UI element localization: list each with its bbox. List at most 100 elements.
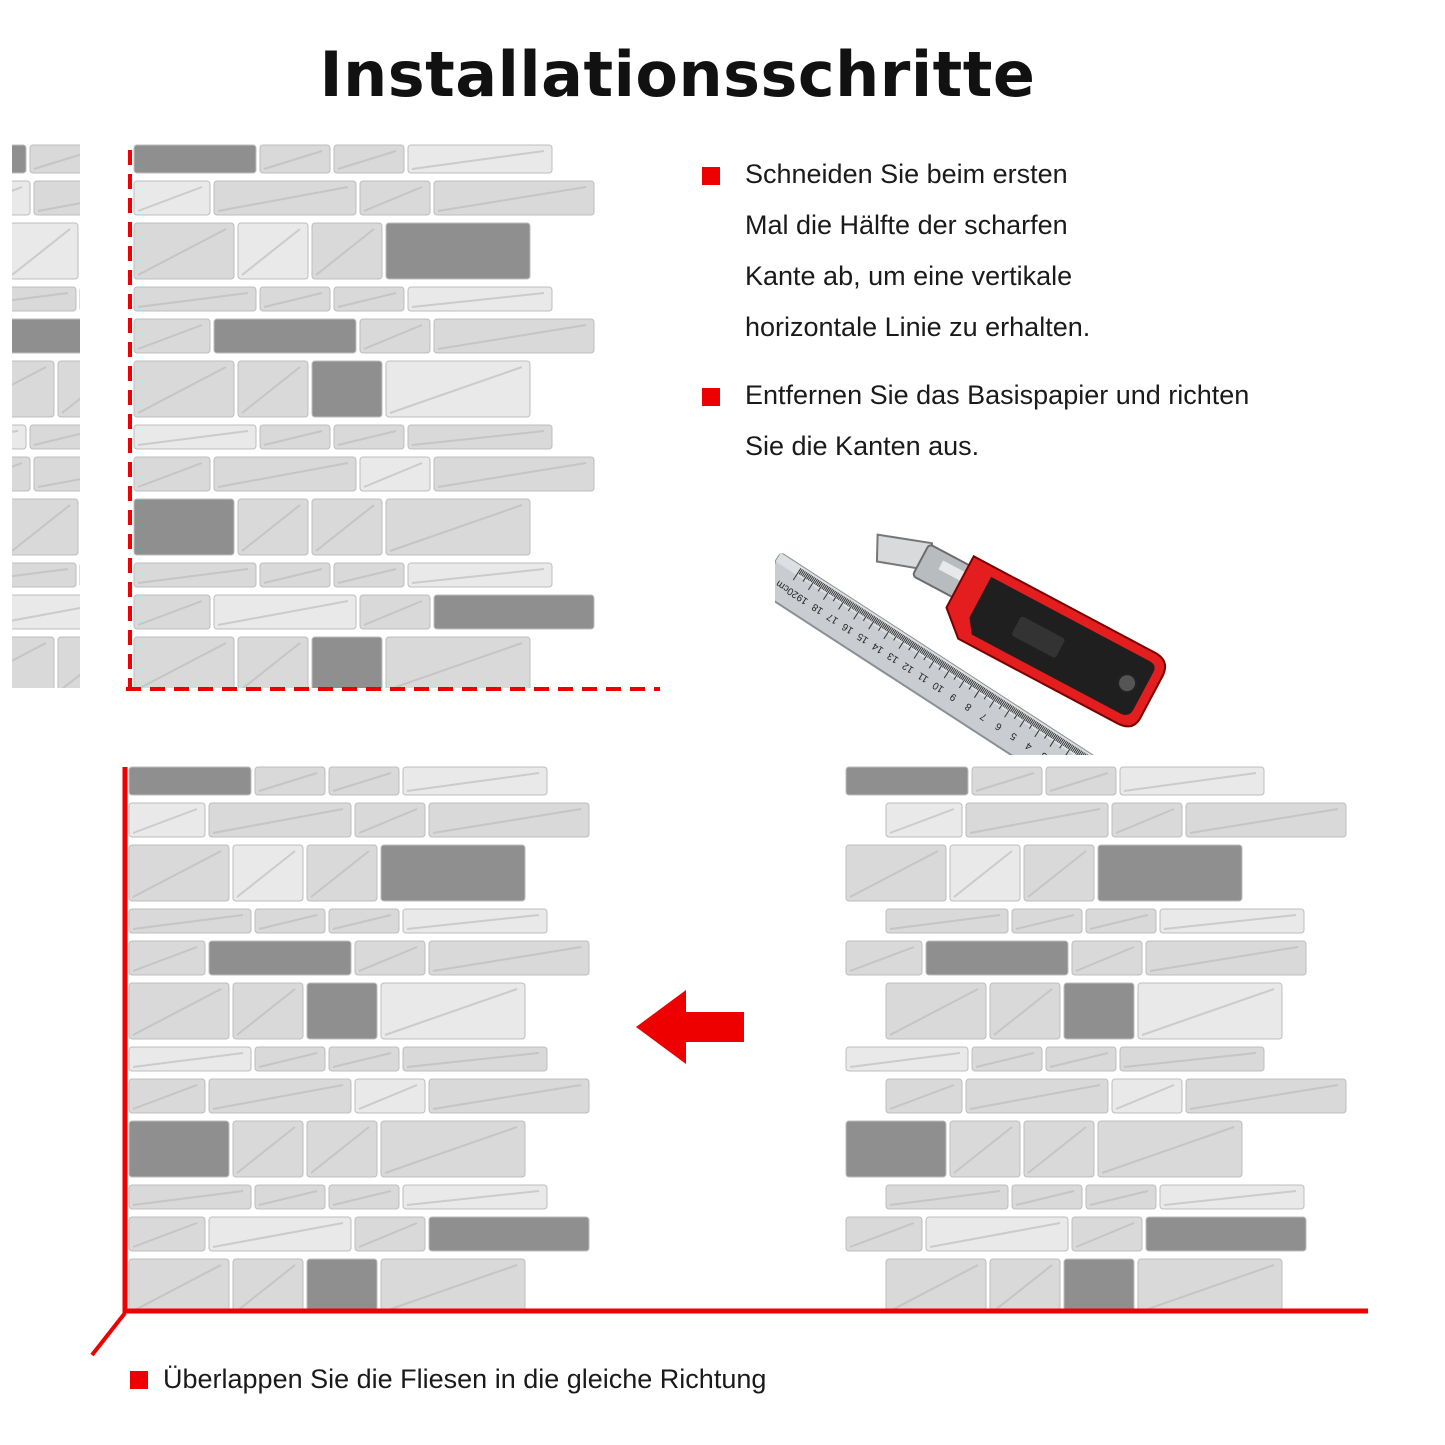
tile	[12, 360, 55, 418]
ruler-tick	[979, 686, 984, 693]
marble-vein	[889, 1190, 1001, 1206]
ruler-tick	[1040, 725, 1045, 732]
tile	[12, 318, 80, 354]
ruler-tick	[798, 569, 803, 575]
ruler-tick	[949, 667, 954, 673]
ruler-tick	[1064, 741, 1069, 748]
ruler-tick	[1055, 735, 1060, 742]
marble-vein	[1027, 850, 1087, 898]
tile	[1063, 982, 1135, 1040]
marble-vein	[258, 914, 318, 930]
ruler-tick	[847, 600, 852, 606]
ruler-tick	[920, 648, 926, 654]
marble-vein	[241, 642, 301, 688]
tile	[845, 1120, 947, 1178]
marble-vein	[1115, 808, 1175, 834]
marble-vein	[358, 1222, 418, 1248]
marble-vein	[137, 430, 249, 446]
ruler-tick	[862, 612, 870, 622]
ruler-tick	[881, 622, 886, 629]
ruler-tick	[1064, 744, 1074, 755]
ruler-tick	[1062, 740, 1067, 747]
tile	[12, 180, 31, 216]
ruler-tick	[1074, 748, 1080, 754]
ruler-tick	[945, 664, 950, 670]
ruler-tick	[988, 692, 994, 699]
tile	[12, 594, 80, 630]
ruler-tick	[961, 674, 966, 681]
marble-vein	[1089, 1190, 1149, 1206]
ruler-tick	[851, 603, 856, 609]
tile	[128, 1258, 230, 1310]
tile	[1097, 844, 1243, 902]
ruler-tick	[996, 697, 1001, 704]
marble-vein	[236, 1264, 296, 1310]
step-2-line: Entfernen Sie das Basispapier und richte…	[745, 380, 1250, 410]
ruler-tick	[987, 691, 992, 698]
tile	[311, 360, 383, 418]
ruler-tick	[913, 646, 923, 659]
step-1-line: horizontale Linie zu erhalten.	[745, 312, 1091, 342]
marble-vein	[1123, 772, 1257, 792]
marble-vein	[849, 946, 915, 972]
marble-vein	[406, 1052, 540, 1068]
marble-vein	[993, 988, 1053, 1036]
marble-vein	[1049, 1052, 1109, 1068]
ruler-tick	[998, 700, 1006, 710]
marble-vein	[33, 432, 80, 446]
ruler-tick	[943, 666, 953, 679]
ruler-tick	[1044, 728, 1049, 735]
ruler-tick	[1025, 716, 1030, 722]
ruler-tick	[886, 625, 891, 632]
ruler-tick	[1056, 736, 1061, 743]
ruler-tick	[958, 675, 968, 689]
ruler-tick	[1005, 703, 1010, 709]
ruler-tick	[969, 679, 974, 686]
step-1-line: Kante ab, um eine vertikale	[745, 261, 1073, 291]
tile	[845, 766, 969, 796]
marble-vein	[975, 1052, 1035, 1068]
ruler-tick	[878, 621, 885, 631]
marble-vein	[258, 1190, 318, 1206]
marble-vein	[241, 504, 301, 552]
tile	[12, 144, 27, 174]
ruler-label: 6	[993, 720, 1004, 732]
ruler-tick	[953, 670, 960, 680]
tile	[12, 562, 77, 588]
ruler-tick	[904, 637, 909, 644]
ruler-tick	[989, 695, 998, 708]
ruler-tick	[1029, 719, 1036, 729]
marble-vein	[889, 988, 979, 1036]
page-title: Installationsschritte	[319, 38, 1036, 111]
ruler-tick	[916, 645, 921, 652]
ruler-tick	[893, 630, 898, 637]
step-1-bullet	[702, 167, 720, 185]
ruler-tick	[883, 626, 892, 640]
ruler-tick	[1052, 733, 1057, 740]
ruler-tick	[839, 595, 844, 602]
marble-vein	[389, 504, 523, 552]
ruler-tick	[871, 616, 876, 622]
marble-vein	[37, 478, 80, 488]
marble-vein	[889, 914, 1001, 930]
marble-vein	[332, 1052, 392, 1068]
ruler-tick	[931, 655, 936, 661]
ruler-tick	[973, 682, 978, 689]
marble-vein	[384, 1264, 518, 1310]
tile	[12, 424, 27, 450]
marble-vein	[258, 772, 318, 792]
ruler-tick	[1029, 718, 1034, 725]
step-2-text: Entfernen Sie das Basispapier und richte…	[745, 370, 1249, 472]
ruler-label: 8	[963, 700, 974, 712]
marble-vein	[337, 292, 397, 308]
marble-vein	[406, 914, 540, 930]
marble-vein	[432, 808, 582, 834]
ruler-tick	[860, 609, 865, 615]
marble-vein	[212, 808, 344, 834]
tile	[885, 1258, 987, 1310]
ruler-tick	[981, 687, 986, 694]
ruler-tick	[809, 575, 814, 582]
ruler-tick	[840, 596, 846, 603]
marble-vein	[37, 202, 80, 212]
marble-vein	[132, 988, 222, 1036]
